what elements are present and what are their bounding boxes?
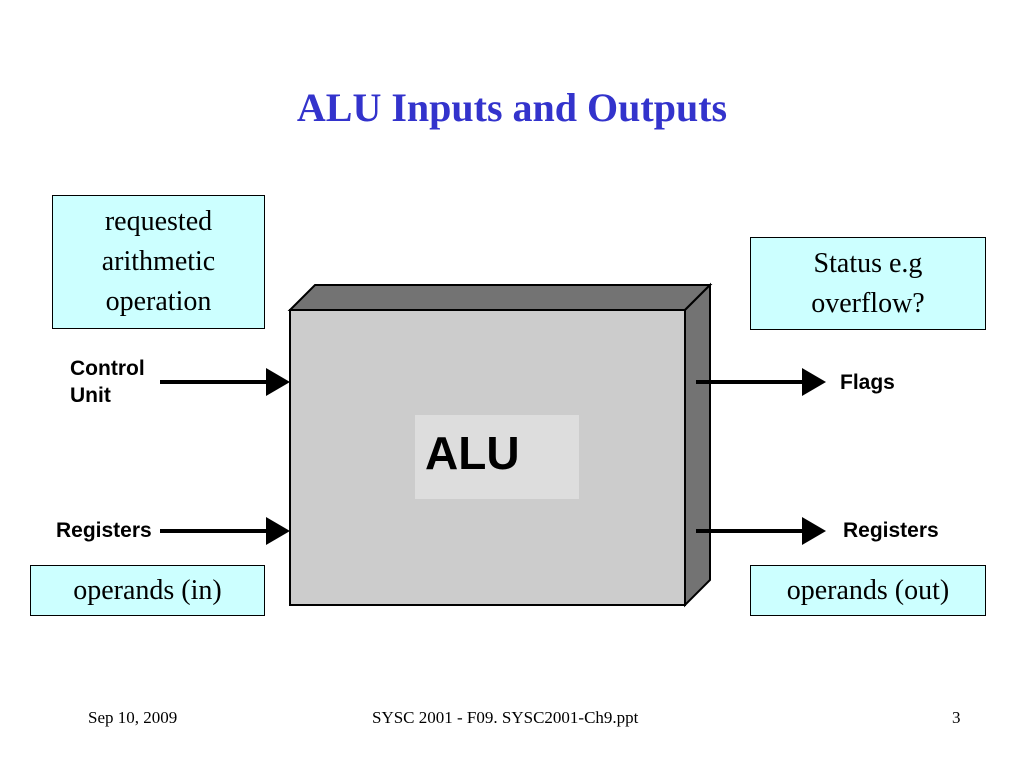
alu-block-top (287, 284, 713, 311)
flags-output-label: Flags (840, 371, 895, 394)
registers-output-label: Registers (843, 519, 939, 542)
footer-date: Sep 10, 2009 (88, 708, 178, 727)
slide-title: ALU Inputs and Outputs (296, 85, 728, 130)
footer-course: SYSC 2001 - F09. SYSC2001-Ch9.ppt (372, 708, 639, 727)
requested-operation-line1: requested (104, 206, 213, 237)
operands-in-label: operands (in) (73, 574, 222, 606)
control-unit-label-line2: Unit (70, 384, 111, 407)
control-unit-label-line1: Control (70, 357, 145, 380)
requested-operation-line3: operation (105, 286, 212, 317)
flags-output-arrow (696, 368, 826, 396)
control-input-arrow (160, 368, 290, 396)
registers-input-label: Registers (56, 519, 152, 542)
registers-input-arrow (160, 517, 290, 545)
operands-in-note: operands (in) (30, 565, 265, 616)
operands-out-note: operands (out) (750, 565, 986, 616)
alu-block-label: ALU (425, 427, 520, 479)
control-unit-label: Control Unit (70, 355, 145, 409)
alu-label-background (415, 415, 579, 499)
status-note: Status e.g overflow? (750, 237, 986, 330)
alu-block-side (684, 282, 711, 608)
status-note-line1: Status e.g (813, 247, 923, 279)
footer-page-number: 3 (952, 708, 961, 727)
registers-output-arrow (696, 517, 826, 545)
requested-operation-note: requested arithmetic operation (52, 195, 265, 329)
requested-operation-line2: arithmetic (101, 246, 216, 277)
status-note-line2: overflow? (811, 287, 925, 319)
operands-out-label: operands (out) (786, 574, 950, 606)
